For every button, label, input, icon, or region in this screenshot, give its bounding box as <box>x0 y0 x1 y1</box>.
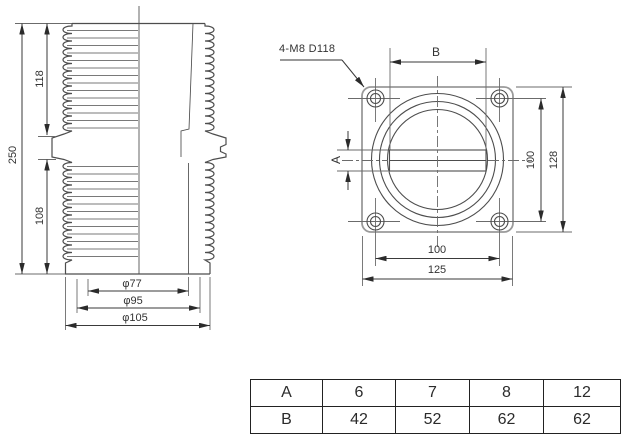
bolt-callout-label: 4-M8 D118 <box>279 43 336 55</box>
bolt-hole-top-left <box>348 78 400 122</box>
cell-A-3: 8 <box>469 379 544 407</box>
table-row-B: B 42 52 62 62 <box>250 406 621 434</box>
row-label-A: A <box>250 379 323 407</box>
left-corrugated-profile <box>51 23 73 274</box>
dim-label-128: 128 <box>548 150 560 170</box>
bolt-hole-top-right <box>476 78 546 122</box>
bolt-hole-bottom-right <box>476 198 546 266</box>
row-label-B: B <box>250 406 323 434</box>
dim-label-dia77: φ77 <box>122 278 142 290</box>
dim-label-B: B <box>431 45 441 59</box>
dim-label-100-right: 100 <box>525 150 537 170</box>
cell-B-2: 52 <box>395 406 470 434</box>
dim-label-A: A <box>329 155 343 165</box>
bolt-hole-bottom-left <box>348 198 400 266</box>
cell-A-2: 7 <box>395 379 470 407</box>
inner-core-upper <box>180 23 194 157</box>
dim-label-dia95: φ95 <box>123 295 143 307</box>
fin-section-lines <box>67 30 138 257</box>
front-view-flange <box>280 48 572 286</box>
parameter-table: A 6 7 8 12 B 42 52 62 62 <box>250 379 621 434</box>
dim-label-125: 125 <box>427 264 447 276</box>
flange-circle-inner <box>386 108 489 211</box>
callout-leader-arrow <box>341 59 365 88</box>
cell-B-1: 42 <box>322 406 396 434</box>
table-row-A: A 6 7 8 12 <box>250 379 621 407</box>
dim-label-108: 108 <box>34 206 46 226</box>
cell-A-4: 12 <box>543 379 621 407</box>
dim-label-250: 250 <box>7 145 19 165</box>
dim-label-100-bottom: 100 <box>427 244 447 256</box>
cell-B-4: 62 <box>543 406 621 434</box>
right-corrugated-profile <box>202 23 227 274</box>
dim-label-dia105: φ105 <box>122 312 148 324</box>
left-view-side-section <box>15 6 227 330</box>
cell-B-3: 62 <box>469 406 544 434</box>
cell-A-1: 6 <box>322 379 396 407</box>
dim-label-118: 118 <box>34 70 46 88</box>
